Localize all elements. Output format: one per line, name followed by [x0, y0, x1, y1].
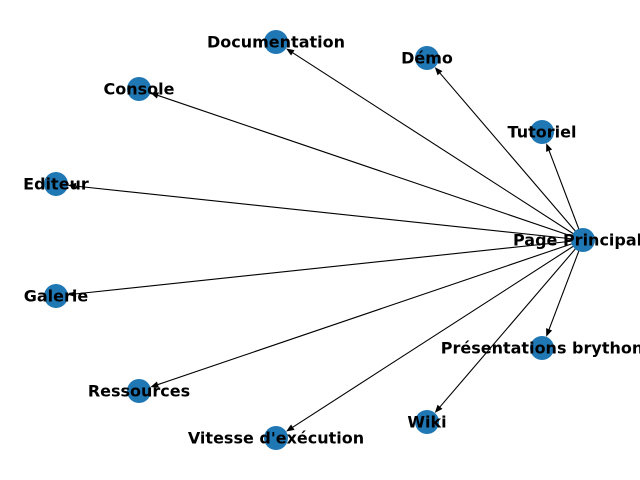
node-label-editeur: Editeur [23, 175, 89, 194]
edge-page-principale-to-ressources [157, 239, 584, 386]
node-label-documentation: Documentation [207, 33, 345, 52]
node-label-galerie: Galerie [24, 287, 89, 306]
labels-layer: Page Principale DocumentationDémoTutoriel… [23, 33, 640, 448]
node-tutoriel [530, 120, 554, 144]
node-label-demo: Démo [401, 49, 453, 68]
arrowhead-editeur [67, 182, 77, 190]
edge-page-principale-to-wiki [439, 239, 584, 408]
nodes-layer [44, 30, 595, 450]
arrowhead-galerie [67, 290, 77, 298]
node-page-principale [571, 228, 595, 252]
edge-page-principale-to-editeur [75, 185, 584, 241]
edge-page-principale-to-galerie [75, 239, 584, 295]
node-label-wiki: Wiki [407, 413, 446, 432]
edge-page-principale-to-console [157, 94, 584, 241]
arrowhead-vitesse-d-execution [286, 424, 295, 432]
node-label-vitesse-d-execution: Vitesse d'exécution [188, 429, 364, 448]
node-label-tutoriel: Tutoriel [508, 123, 577, 142]
node-demo [415, 46, 439, 70]
arrowhead-tutoriel [546, 143, 553, 152]
arrowhead-documentation [286, 48, 295, 56]
arrowhead-ressources [150, 381, 159, 388]
node-vitesse-d-execution [264, 426, 288, 450]
node-documentation [264, 30, 288, 54]
edge-page-principale-to-vitesse-d-execution [292, 239, 584, 428]
arrowhead-demo [434, 67, 443, 76]
node-ressources [127, 379, 151, 403]
node-label-page-principale: Page Principale [513, 231, 640, 250]
node-label-ressources: Ressources [88, 382, 190, 401]
node-console [127, 77, 151, 101]
arrowhead-presentations-brython [546, 328, 553, 337]
node-editeur [44, 172, 68, 196]
edge-page-principale-to-tutoriel [548, 150, 584, 241]
arrowhead-console [150, 92, 159, 99]
arrowhead-wiki [434, 404, 443, 413]
node-presentations-brython [530, 336, 554, 360]
edge-page-principale-to-documentation [292, 52, 584, 241]
edge-page-principale-to-presentations-brython [548, 239, 584, 330]
edge-page-principale-to-demo [439, 72, 584, 241]
edges-layer [67, 48, 584, 432]
node-label-console: Console [104, 80, 175, 99]
node-galerie [44, 284, 68, 308]
node-label-presentations-brython: Présentations brython [441, 339, 640, 358]
node-wiki [415, 410, 439, 434]
